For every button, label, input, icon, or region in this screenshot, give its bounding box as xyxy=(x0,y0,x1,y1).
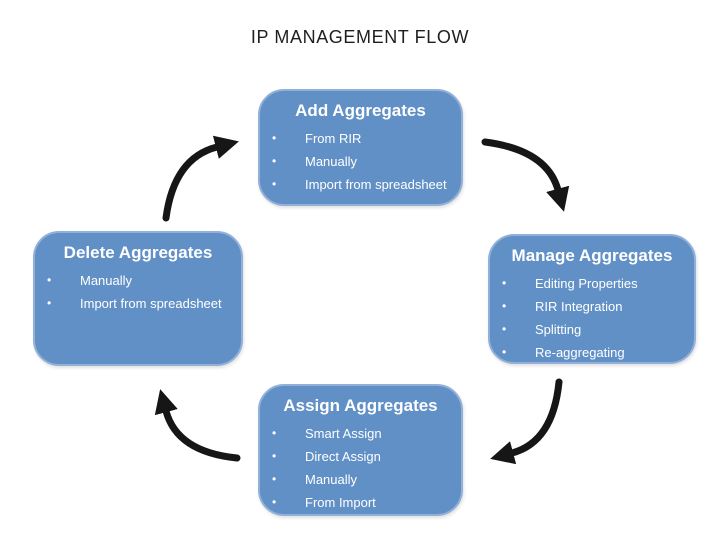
flow-box-manage-aggregates: Manage Aggregates Editing Properties RIR… xyxy=(488,234,696,364)
box-title: Manage Aggregates xyxy=(511,246,673,265)
bullet-list: Editing Properties RIR Integration Split… xyxy=(490,272,694,364)
box-title: Add Aggregates xyxy=(295,101,426,120)
bullet-list: Smart Assign Direct Assign Manually From… xyxy=(260,422,461,514)
bullet-item: Re-aggregating xyxy=(500,341,688,364)
bullet-item: Editing Properties xyxy=(500,272,688,295)
bullet-item: Splitting xyxy=(500,318,688,341)
box-title: Assign Aggregates xyxy=(283,396,438,415)
flow-box-delete-aggregates: Delete Aggregates Manually Import from s… xyxy=(33,231,243,366)
arrow-add-to-manage xyxy=(481,138,570,212)
arrow-assign-to-delete xyxy=(154,389,241,462)
flow-box-add-aggregates: Add Aggregates From RIR Manually Import … xyxy=(258,89,463,206)
arrow-delete-to-add xyxy=(162,135,239,222)
diagram-title: IP MANAGEMENT FLOW xyxy=(250,27,470,47)
box-title: Delete Aggregates xyxy=(63,243,213,262)
bullet-item: Import from spreadsheet xyxy=(270,173,455,196)
bullet-item: From Import xyxy=(270,491,455,514)
bullet-item: Manually xyxy=(270,150,455,173)
bullet-item: Manually xyxy=(45,269,235,292)
arrow-manage-to-assign xyxy=(490,378,563,465)
bullet-list: From RIR Manually Import from spreadshee… xyxy=(260,127,461,196)
bullet-item: Manually xyxy=(270,468,455,491)
bullet-item: Import from spreadsheet xyxy=(45,292,235,315)
flow-box-assign-aggregates: Assign Aggregates Smart Assign Direct As… xyxy=(258,384,463,516)
bullet-item: RIR Integration xyxy=(500,295,688,318)
bullet-item: From RIR xyxy=(270,127,455,150)
bullet-item: Smart Assign xyxy=(270,422,455,445)
bullet-item: Direct Assign xyxy=(270,445,455,468)
bullet-list: Manually Import from spreadsheet xyxy=(35,269,241,315)
